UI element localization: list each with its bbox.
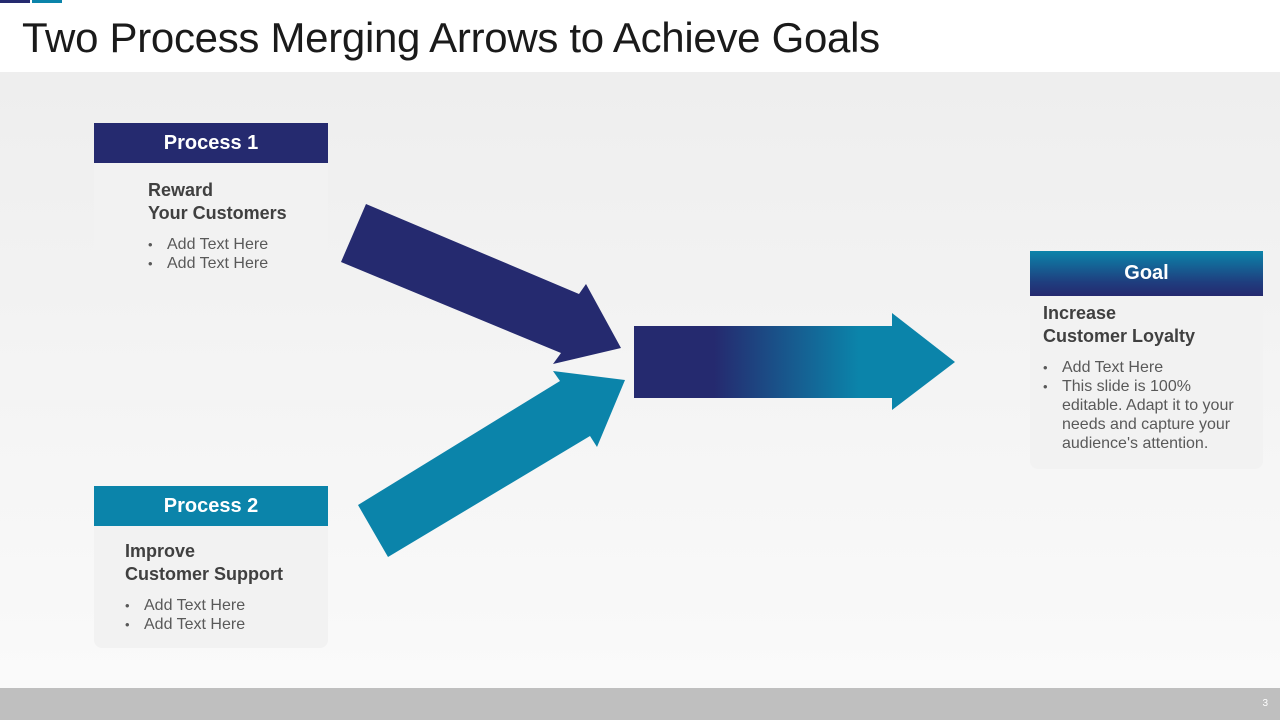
- process1-header: Process 1: [94, 123, 328, 163]
- goal-arrow: [634, 313, 955, 410]
- process1-heading-line1: Reward: [148, 180, 214, 200]
- goal-heading: Increase Customer Loyalty: [1043, 302, 1255, 348]
- process2-bullet-list: Add Text Here Add Text Here: [125, 596, 318, 634]
- goal-bullet: Add Text Here: [1043, 358, 1255, 377]
- footer-bar: 3: [0, 688, 1280, 720]
- page-number: 3: [1262, 698, 1268, 709]
- process2-body: Improve Customer Support Add Text Here A…: [94, 526, 328, 648]
- process2-heading: Improve Customer Support: [125, 540, 318, 586]
- process2-bullet: Add Text Here: [125, 615, 318, 634]
- top-accent-navy: [0, 0, 30, 3]
- process1-heading: Reward Your Customers: [148, 179, 318, 225]
- goal-body: Increase Customer Loyalty Add Text Here …: [1030, 296, 1263, 469]
- process2-card: Process 2 Improve Customer Support Add T…: [94, 486, 328, 648]
- top-accent-teal: [32, 0, 62, 3]
- process1-bullet: Add Text Here: [148, 254, 318, 273]
- process1-heading-line2: Your Customers: [148, 203, 287, 223]
- goal-bullet: This slide is 100% editable. Adapt it to…: [1043, 377, 1255, 453]
- process1-bullet: Add Text Here: [148, 235, 318, 254]
- process1-bullet-list: Add Text Here Add Text Here: [148, 235, 318, 273]
- goal-heading-line2: Customer Loyalty: [1043, 326, 1196, 346]
- process2-arrow: [358, 371, 625, 557]
- goal-heading-line1: Increase: [1043, 303, 1117, 323]
- process2-header: Process 2: [94, 486, 328, 526]
- goal-card: Goal Increase Customer Loyalty Add Text …: [1030, 251, 1263, 469]
- process2-heading-line1: Improve: [125, 541, 196, 561]
- process1-arrow: [341, 204, 621, 364]
- process1-card: Process 1 Reward Your Customers Add Text…: [94, 123, 328, 285]
- process2-bullet: Add Text Here: [125, 596, 318, 615]
- slide-title: Two Process Merging Arrows to Achieve Go…: [22, 14, 880, 61]
- goal-bullet-list: Add Text Here This slide is 100% editabl…: [1043, 358, 1255, 453]
- process2-heading-line2: Customer Support: [125, 564, 284, 584]
- goal-header: Goal: [1030, 251, 1263, 296]
- process1-body: Reward Your Customers Add Text Here Add …: [94, 163, 328, 285]
